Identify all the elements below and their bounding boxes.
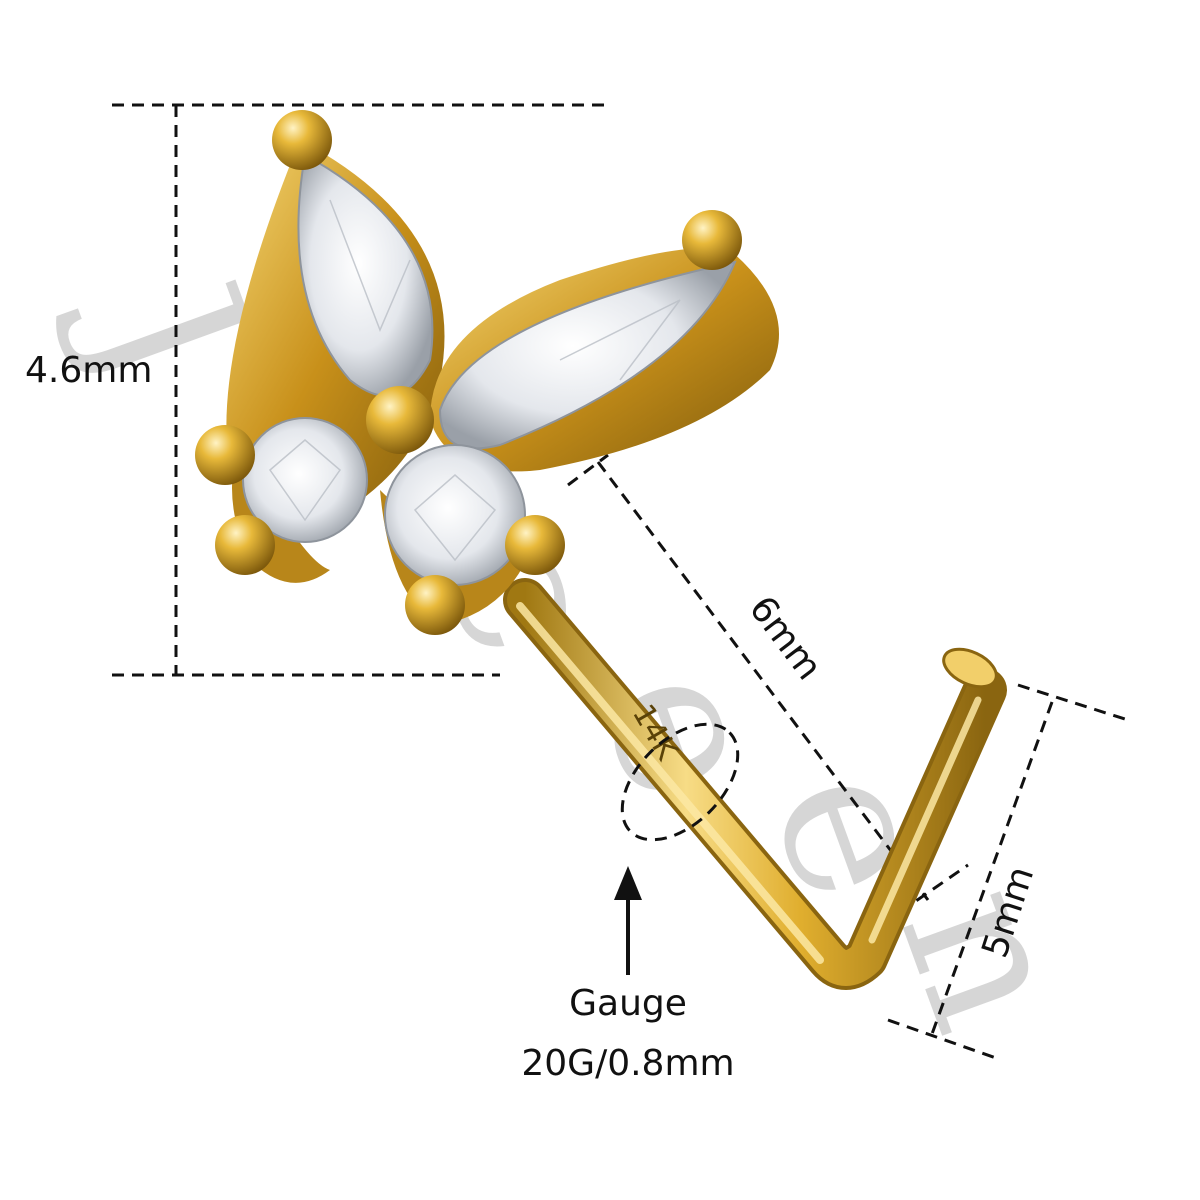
gauge-value: 20G/0.8mm [521,1043,734,1084]
height-dimension [112,103,610,677]
length-dimension [567,453,969,914]
round-stone-left [242,417,368,543]
gauge-highlight-ellipse [620,722,740,842]
nose-pin-post [503,578,1007,990]
round-stone-right [384,444,526,586]
gauge-arrow [614,866,642,975]
prong-balls [195,110,742,635]
butterfly-top [195,110,779,635]
height-label: 4.6mm [25,350,152,391]
gauge-title: Gauge [569,983,687,1024]
